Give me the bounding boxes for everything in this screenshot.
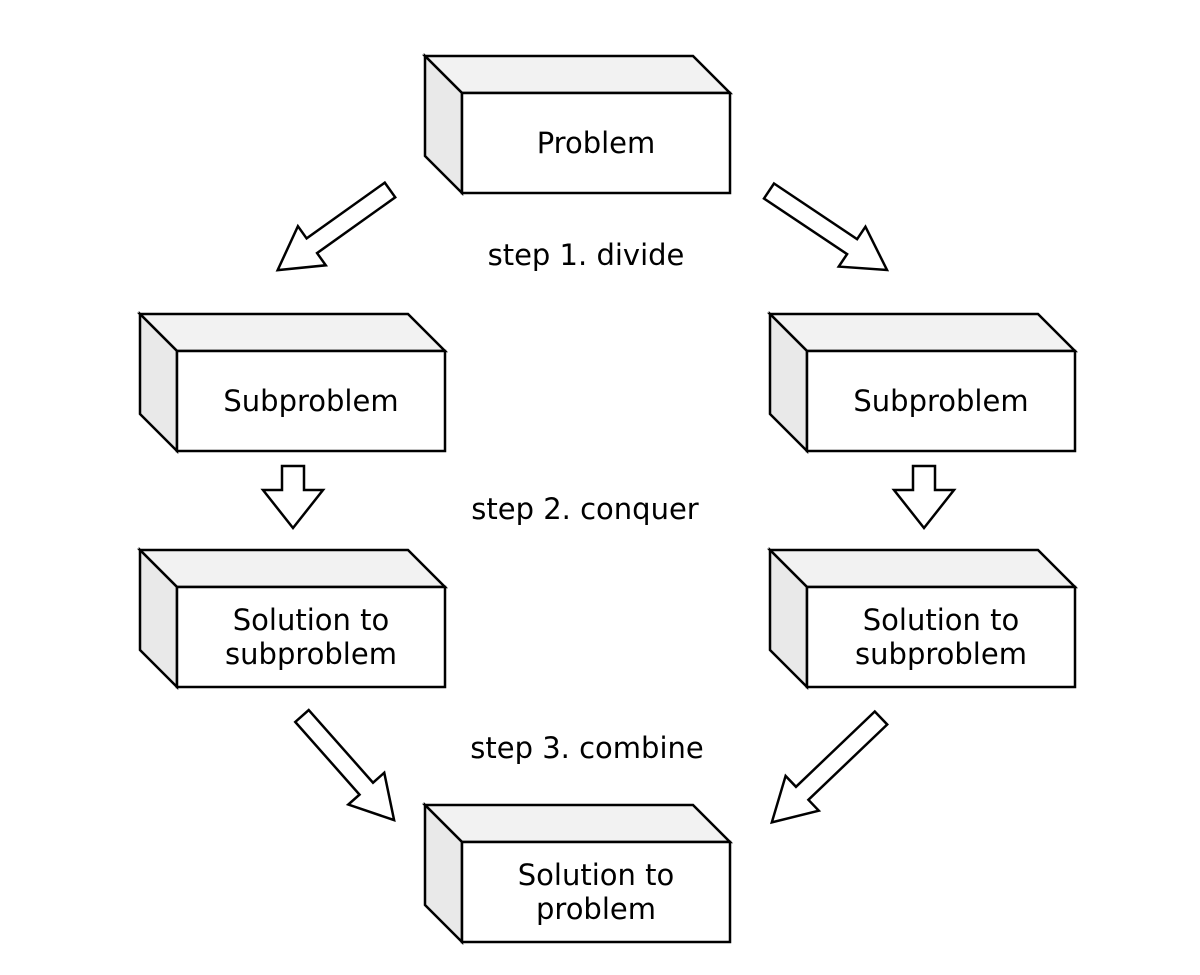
solution-subproblem-right-box-shape: [766, 546, 1079, 691]
conquer-arrow-right: [891, 464, 957, 531]
solution-problem-box-shape: [421, 801, 734, 946]
conquer-arrow-left: [260, 464, 326, 531]
solution-subproblem-left-box-shape: [136, 546, 449, 691]
combine-arrow-right: [770, 709, 889, 825]
divide-arrow-right: [762, 181, 890, 272]
divide-arrow-left: [275, 180, 397, 272]
subproblem-left-box-shape: [136, 310, 449, 455]
combine-arrow-left: [293, 708, 396, 822]
problem-box-shape: [421, 52, 734, 197]
subproblem-right-box-shape: [766, 310, 1079, 455]
